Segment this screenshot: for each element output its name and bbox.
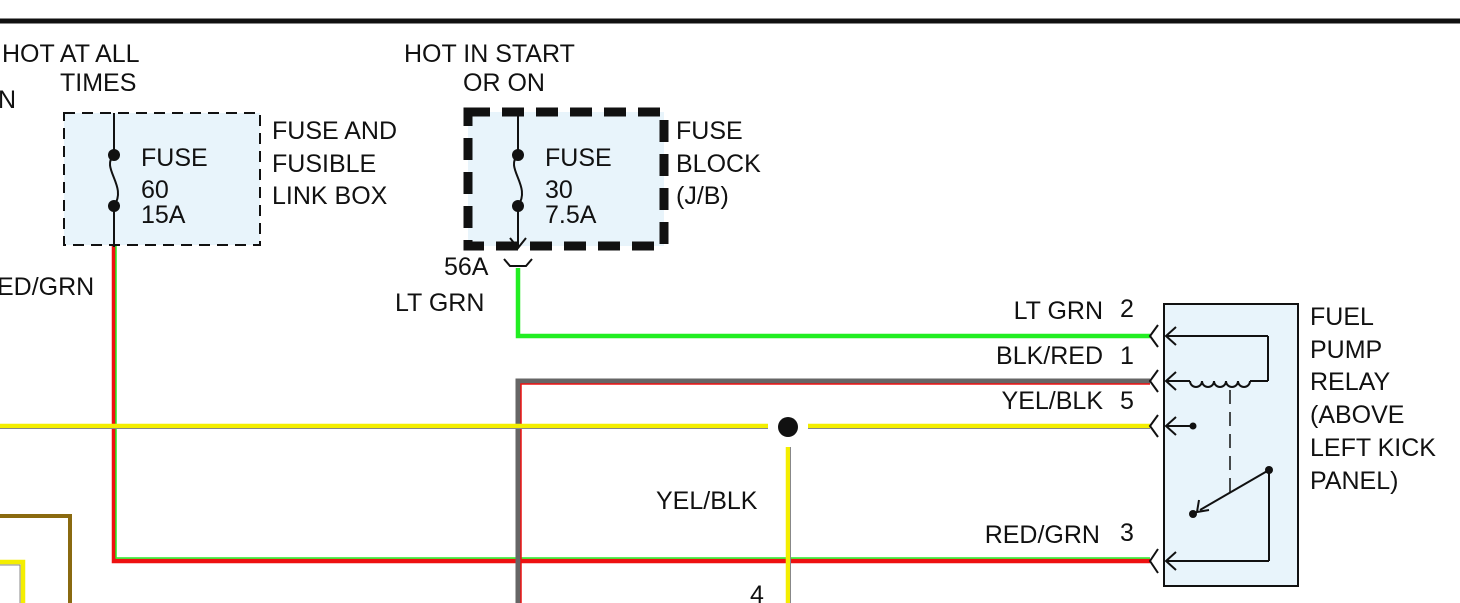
supply-1-heading-line1: HOT AT ALL (2, 40, 140, 68)
wire-lt-grn (515, 268, 1150, 339)
relay-name-line6: PANEL) (1310, 467, 1398, 495)
connector-56a-label: 56A (444, 253, 489, 281)
pin-3-wire-label: RED/GRN (985, 521, 1100, 549)
wire-brown-partial (0, 514, 72, 603)
relay-name-line5: LEFT KICK (1310, 434, 1436, 462)
relay-name-line4: (ABOVE (1310, 401, 1404, 429)
pin-1-number: 1 (1120, 342, 1134, 370)
pin-2-wire-label: LT GRN (1014, 297, 1103, 325)
fuse-30-rating: 7.5A (545, 201, 597, 229)
fuse-30-title: FUSE (545, 144, 612, 172)
link-box-label-line2: FUSIBLE (272, 150, 376, 178)
left-fragment-1: N (0, 86, 16, 114)
fuse-block-label-line1: FUSE (676, 117, 743, 145)
fuse-60-number: 60 (141, 176, 169, 204)
link-box-label-line1: FUSE AND (272, 117, 397, 145)
wire-red-grn (111, 245, 1150, 564)
supply-2-wire-label: LT GRN (395, 289, 484, 317)
branch-pin-number: 4 (750, 581, 764, 603)
relay-switch (1164, 416, 1273, 571)
supply-2-heading-line2: OR ON (463, 69, 545, 97)
pin-2-connector (1148, 324, 1159, 348)
fuse-60-symbol (108, 113, 120, 247)
wire-yel-blk-branch (785, 447, 791, 603)
fuse-link-box (63, 112, 261, 246)
pin-5-connector (1148, 414, 1159, 438)
left-wire-fragment: ED/GRN (0, 273, 94, 301)
pin-5-wire-label: YEL/BLK (1002, 387, 1104, 415)
pin-3-connector (1148, 548, 1159, 574)
wire-yel-blk (0, 423, 1150, 429)
left-fragment-2: I (0, 118, 1, 146)
relay-coil (1164, 326, 1269, 391)
fuse-block-label-line3: (J/B) (676, 182, 729, 210)
fuse-block-label-line2: BLOCK (676, 150, 761, 178)
supply-2-heading-line1: HOT IN START (404, 40, 575, 68)
pin-2-number: 2 (1120, 295, 1134, 323)
pin-1-wire-label: BLK/RED (996, 342, 1103, 370)
pin-1-connector (1148, 369, 1159, 393)
pin-3-number: 3 (1120, 519, 1134, 547)
fuse-60-title: FUSE (141, 144, 208, 172)
pin-5-number: 5 (1120, 387, 1134, 415)
fuse-block-box (463, 107, 669, 251)
branch-wire-label: YEL/BLK (656, 487, 758, 515)
link-box-label-line3: LINK BOX (272, 182, 388, 210)
wire-blk-red (515, 378, 1150, 603)
splice-point (778, 417, 798, 437)
fuse-60-rating: 15A (141, 201, 186, 229)
relay-name-line1: FUEL (1310, 303, 1374, 331)
fuse-30-number: 30 (545, 176, 573, 204)
relay-name-line2: PUMP (1310, 336, 1382, 364)
wire-yellow-partial (0, 559, 26, 603)
connector-56a-symbol (503, 258, 533, 267)
fuel-pump-relay-box (1163, 303, 1299, 587)
supply-1-heading-line2: TIMES (60, 69, 136, 97)
relay-name-line3: RELAY (1310, 368, 1390, 396)
fuse-30-symbol (509, 116, 527, 250)
